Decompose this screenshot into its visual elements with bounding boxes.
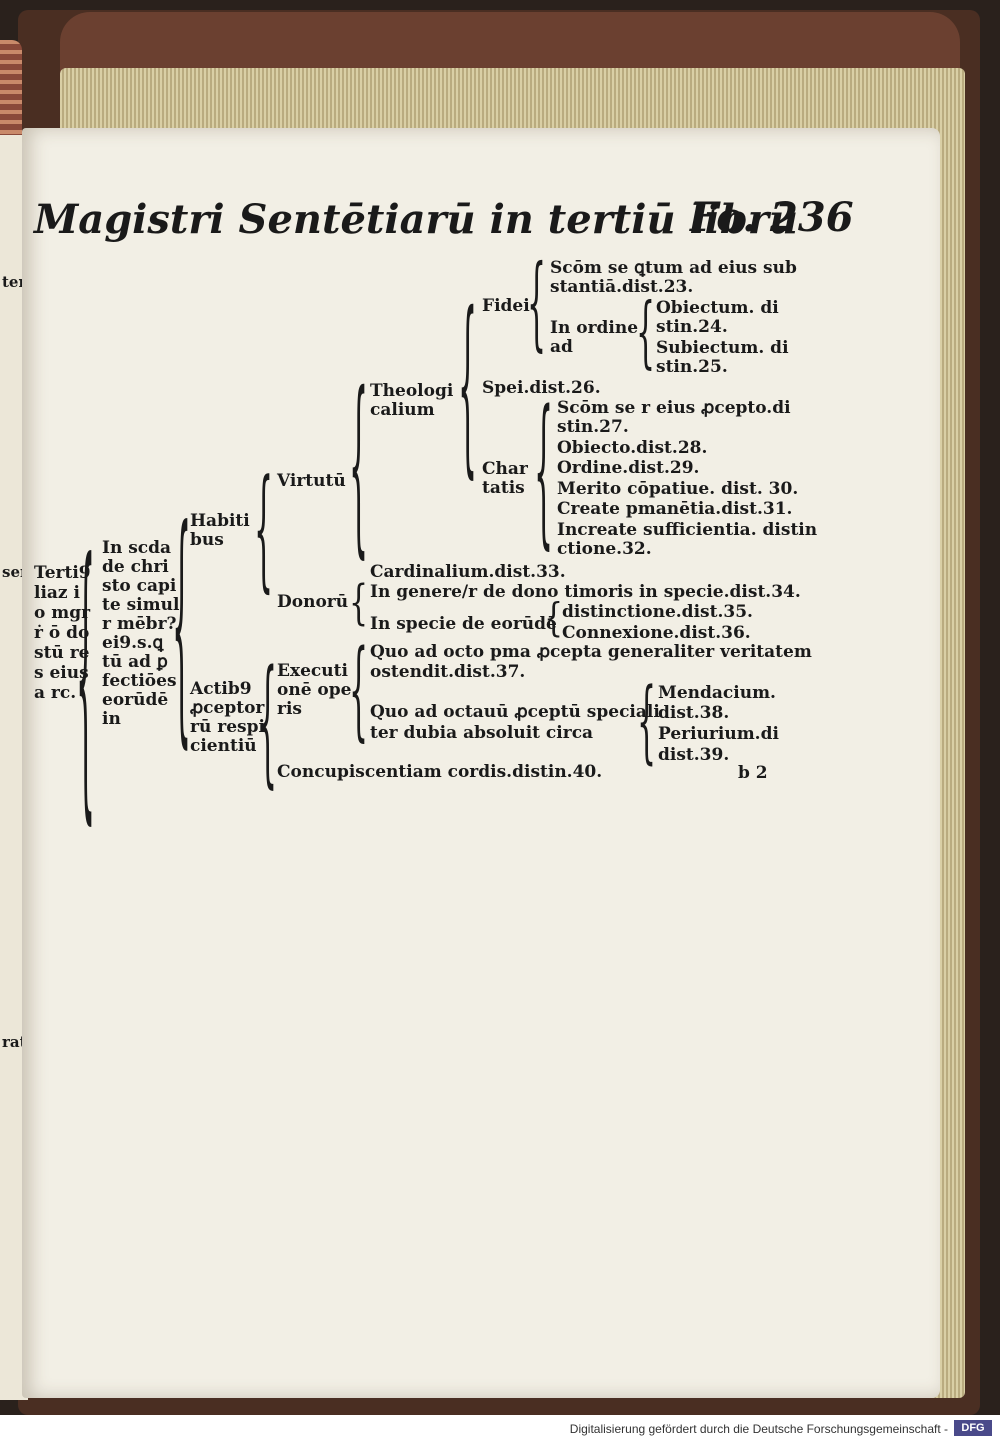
node-cardinalium: Cardinalium.dist.33. xyxy=(370,562,566,582)
margin-line: liaz i xyxy=(34,583,80,603)
margin-line: stū re xyxy=(34,643,90,663)
node-actibus: Actib9 xyxy=(190,679,252,699)
brace-donoru: { xyxy=(349,575,369,632)
margin-line: a rc. xyxy=(34,683,77,703)
folio-number: Fo. 236 xyxy=(690,194,854,241)
brace-charitatis: { xyxy=(534,379,554,569)
octauu-line: Mendacium. xyxy=(658,683,776,703)
root-line: de chri xyxy=(102,557,169,577)
brace-fidei: { xyxy=(527,245,547,365)
specie-line: distinctione.dist.35. xyxy=(562,602,753,622)
signature-mark: b 2 xyxy=(738,763,768,783)
brace-executione: { xyxy=(349,629,369,756)
node-actibus: rū respi xyxy=(190,717,265,737)
ordine-line: stin.24. xyxy=(656,317,728,337)
margin-line: s eius xyxy=(34,663,89,683)
node-in-ordine: In ordine xyxy=(550,318,639,338)
brace-theologicalium: { xyxy=(458,276,478,501)
margin-line: o mgr xyxy=(34,603,91,623)
root-line: te simul xyxy=(102,595,180,615)
printed-page: Magistri Sentētiarū in tertiū librū Fo. … xyxy=(22,128,940,1398)
node-in-genere: In genere/r de dono timoris in specie.di… xyxy=(370,582,801,602)
quo-ad-octauu-line: ter dubia absoluit circa xyxy=(370,723,594,743)
fidei-line: stantiā.dist.23. xyxy=(550,277,694,297)
node-theologicalium: calium xyxy=(370,400,435,420)
brace-level1: { xyxy=(172,482,192,777)
char-line: Obiecto.dist.28. xyxy=(557,438,708,458)
root-line: r mēbr? xyxy=(102,614,177,634)
root-line: ei9.s.ꝗ xyxy=(102,633,164,653)
node-actibus: cientiū xyxy=(190,736,257,756)
footer-credit: Digitalisierung gefördert durch die Deut… xyxy=(569,1422,948,1436)
node-in-specie: In specie de eorūdē xyxy=(370,614,557,634)
cover-top-edge xyxy=(60,12,960,72)
brace-habitibus: { xyxy=(254,454,274,609)
ordine-line: Subiectum. di xyxy=(656,338,789,358)
quo-ad-octo-line: ostendit.dist.37. xyxy=(370,662,526,682)
ordine-line: Obiectum. di xyxy=(656,298,779,318)
quo-ad-octo-line: Quo ad octo pma ꝓcepta generaliter verit… xyxy=(370,642,812,662)
char-line: Merito cōpatiue. dist. 30. xyxy=(557,479,799,499)
char-line: Increate sufficientia. distin xyxy=(557,520,818,540)
margin-line: Terti9 xyxy=(34,563,91,583)
node-in-ordine: ad xyxy=(550,337,573,357)
char-line: stin.27. xyxy=(557,417,629,437)
root-line: tū ad ꝑ xyxy=(102,652,168,672)
char-line: Ordine.dist.29. xyxy=(557,458,700,478)
root-line: fectiōes xyxy=(102,671,177,691)
node-concupiscentiam: Concupiscentiam cordis.distin.40. xyxy=(277,762,603,782)
node-fidei: Fidei xyxy=(482,296,530,316)
node-habitibus: bus xyxy=(190,530,224,550)
node-habitibus: Habiti xyxy=(190,511,250,531)
brace-in-specie: { xyxy=(544,596,564,642)
node-executione: ris xyxy=(277,699,302,719)
node-theologicalium: Theologi xyxy=(370,381,454,401)
root-line: in xyxy=(102,709,121,729)
node-virtutu: Virtutū xyxy=(277,471,346,491)
running-head: Magistri Sentētiarū in tertiū librū xyxy=(34,196,798,243)
fidei-line: Scōm se ꝗtum ad eius sub xyxy=(550,258,797,278)
brace-virtutu: { xyxy=(349,356,369,581)
quo-ad-octauu-line: Quo ad octauū ꝓceptū speciali xyxy=(370,702,660,722)
specie-line: Connexione.dist.36. xyxy=(562,623,751,643)
dfg-logo: DFG xyxy=(954,1420,992,1436)
brace-actibus: { xyxy=(258,644,278,806)
node-executione: Executi xyxy=(277,661,348,681)
root-line: eorūdē xyxy=(102,690,169,710)
root-line: sto capi xyxy=(102,576,177,596)
octauu-line: Periurium.di xyxy=(658,724,779,744)
node-charitatis: Char xyxy=(482,459,528,479)
node-spei: Spei.dist.26. xyxy=(482,378,601,398)
node-charitatis: tatis xyxy=(482,478,525,498)
brace-root: { xyxy=(76,508,96,858)
footer-bar: Digitalisierung gefördert durch die Deut… xyxy=(0,1415,1000,1443)
char-line: ctione.32. xyxy=(557,539,652,559)
node-actibus: ꝓceptor xyxy=(190,698,265,718)
ordine-line: stin.25. xyxy=(656,357,728,377)
octauu-line: dist.38. xyxy=(658,703,730,723)
char-line: Scōm se r eius ꝓcepto.di xyxy=(557,398,791,418)
root-line: In scda xyxy=(102,538,172,558)
brace-octauu: { xyxy=(637,671,657,776)
char-line: Create pmanētia.dist.31. xyxy=(557,499,793,519)
margin-line: ṙ ō do xyxy=(34,623,90,643)
brace-in-ordine: { xyxy=(636,288,656,380)
octauu-line: dist.39. xyxy=(658,745,730,765)
node-donoru: Donorū xyxy=(277,592,349,612)
node-executione: onē ope xyxy=(277,680,352,700)
